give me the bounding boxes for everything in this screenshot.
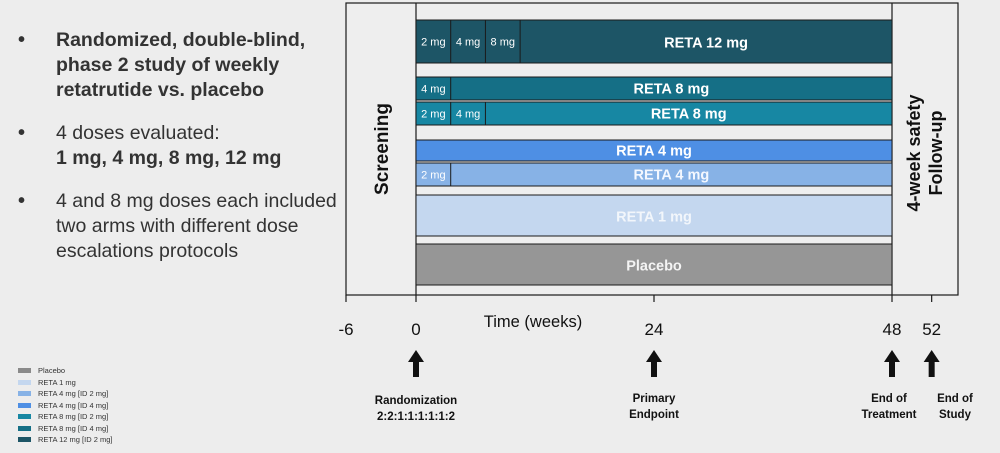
arm-bar <box>415 101 893 126</box>
legend-item: RETA 4 mg [ID 2 mg] <box>18 388 218 400</box>
arm-label: RETA 1 mg <box>616 210 692 226</box>
milestone-label-line: Endpoint <box>629 409 679 421</box>
legend-swatch <box>18 402 31 408</box>
dose-segment-label: 8 mg <box>491 37 515 49</box>
axis-tick-label: 52 <box>922 320 941 339</box>
legend-label: RETA 1 mg <box>38 377 76 387</box>
legend-item: RETA 1 mg <box>18 377 218 389</box>
arm-label: RETA 8 mg <box>633 82 709 98</box>
legend-label: RETA 8 mg [ID 2 mg] <box>38 412 109 422</box>
dose-segment-label: 4 mg <box>456 109 480 121</box>
milestone-label-line: End of <box>937 393 973 405</box>
arm-bar <box>415 19 893 64</box>
milestone-label-line: Study <box>939 409 972 421</box>
dose-segment-label: 4 mg <box>456 37 480 49</box>
milestone-label-line: Primary <box>633 393 676 405</box>
milestone-label-line: End of <box>871 393 907 405</box>
arm-bar <box>415 243 893 286</box>
bullet-text-line: 1 mg, 4 mg, 8 mg, 12 mg <box>56 147 282 169</box>
bullet-symbol: • <box>18 122 26 144</box>
legend-label: RETA 12 mg [ID 2 mg] <box>38 435 113 445</box>
legend-label: RETA 4 mg [ID 2 mg] <box>38 389 109 399</box>
arm-label: Placebo <box>626 259 682 275</box>
milestone-label-line: Randomization <box>375 395 457 407</box>
legend-label: RETA 4 mg [ID 4 mg] <box>38 400 109 410</box>
legend-label: Placebo <box>38 366 66 376</box>
axis-label: Time (weeks) <box>484 313 582 331</box>
arm-label: RETA 12 mg <box>664 36 748 52</box>
followup-label-line: Follow-up <box>926 111 946 196</box>
axis-tick-label: 48 <box>883 320 902 339</box>
legend-item: RETA 8 mg [ID 4 mg] <box>18 423 218 435</box>
legend-swatch <box>18 379 31 385</box>
arm-bar <box>415 76 893 101</box>
milestone-label-line: Treatment <box>862 409 917 421</box>
milestone-arrow-icon <box>923 350 940 377</box>
bullet-text-line: 4 doses evaluated: <box>56 122 220 144</box>
bullet-text: Randomized, double-blind, phase 2 study … <box>56 29 306 101</box>
dose-segment-label: 2 mg <box>421 170 445 182</box>
milestone-arrow-icon <box>884 350 900 377</box>
screening-label: Screening <box>372 103 393 195</box>
milestone-arrow-icon <box>408 350 424 377</box>
legend-swatch <box>18 368 31 374</box>
dose-segment-label: 4 mg <box>421 84 445 96</box>
legend-item: RETA 12 mg [ID 2 mg] <box>18 434 218 446</box>
milestone-label-line: 2:2:1:1:1:1:1:2 <box>377 411 455 423</box>
followup-label-line: 4-week safety <box>904 94 924 211</box>
milestone-arrow-icon <box>646 350 662 377</box>
dose-segment-label: 2 mg <box>421 37 445 49</box>
arm-label: RETA 4 mg <box>616 144 692 160</box>
arm-bar <box>415 162 893 187</box>
axis-tick-label: 24 <box>645 320 664 339</box>
legend-item: RETA 8 mg [ID 2 mg] <box>18 411 218 423</box>
bullet-text: 4 doses evaluated: 1 mg, 4 mg, 8 mg, 12 … <box>56 121 281 171</box>
bullet-text: 4 and 8 mg doses each included two arms … <box>56 190 337 262</box>
bullet-item: • 4 and 8 mg doses each included two arm… <box>18 189 338 264</box>
legend-item: RETA 4 mg [ID 4 mg] <box>18 400 218 412</box>
dose-segment-label: 2 mg <box>421 109 445 121</box>
axis-tick-label: -6 <box>338 320 353 339</box>
legend-label: RETA 8 mg [ID 4 mg] <box>38 423 109 433</box>
legend-swatch <box>18 437 31 443</box>
legend-item: Placebo <box>18 365 218 377</box>
bullet-list: • Randomized, double-blind, phase 2 stud… <box>18 28 338 282</box>
axis-tick-label: 0 <box>411 320 420 339</box>
arm-bar <box>415 194 893 237</box>
bullet-symbol: • <box>18 29 26 51</box>
arm-label: RETA 8 mg <box>651 107 727 123</box>
legend-swatch <box>18 425 31 431</box>
legend-swatch <box>18 414 31 420</box>
bullet-item: • Randomized, double-blind, phase 2 stud… <box>18 28 338 103</box>
arm-bar <box>415 139 893 162</box>
legend-swatch <box>18 391 31 397</box>
arm-label: RETA 4 mg <box>633 168 709 184</box>
bullet-item: • 4 doses evaluated: 1 mg, 4 mg, 8 mg, 1… <box>18 121 338 171</box>
bullet-symbol: • <box>18 190 26 212</box>
